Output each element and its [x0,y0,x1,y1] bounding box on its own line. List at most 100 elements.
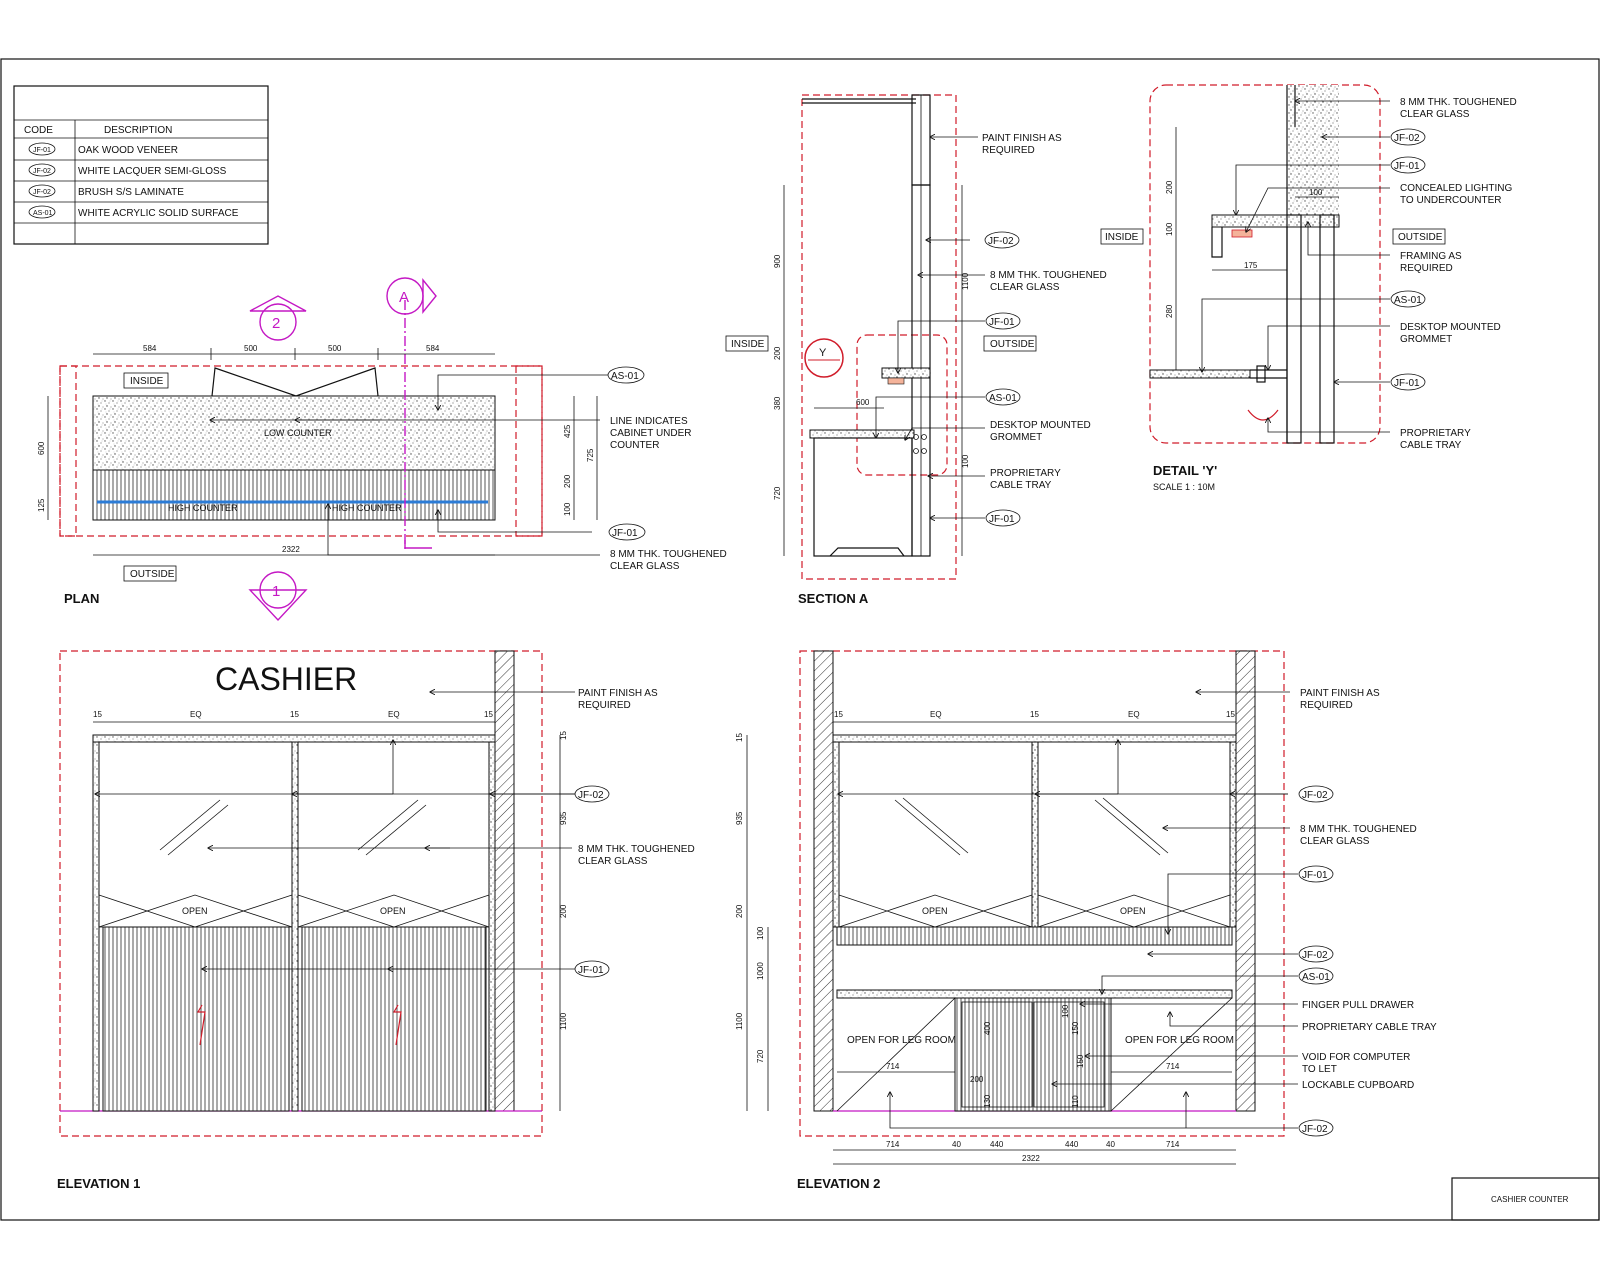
tag-as01: AS-01 [989,393,1017,404]
note-paint: REQUIRED [982,145,1035,156]
note-cable-tray: CABLE TRAY [1400,440,1462,451]
note-cable-tray: PROPRIETARY [990,468,1061,479]
marker-section-a: A [399,289,409,306]
tag-jf02: JF-02 [1394,133,1420,144]
dim: 720 [756,1049,765,1063]
dim: 150 [1076,1054,1085,1068]
tag-jf02: JF-02 [1302,950,1328,961]
note-paint: PAINT FINISH AS [578,688,658,699]
dim: 425 [563,424,572,438]
dim: 200 [563,474,572,488]
dim: 15 [735,733,744,742]
legend-code: JF-02 [33,168,51,175]
dim: 175 [1244,261,1258,270]
note-paint: PAINT FINISH AS [1300,688,1380,699]
title-elevation-2: ELEVATION 2 [797,1176,880,1191]
dim: 500 [244,344,258,353]
dim: 584 [426,344,440,353]
dim: 130 [983,1094,992,1108]
note-paint: REQUIRED [578,700,631,711]
dim: 935 [559,811,568,825]
title-block: CASHIER COUNTER [1451,1177,1600,1221]
title-elevation-1: ELEVATION 1 [57,1176,140,1191]
tag-jf01: JF-01 [989,317,1015,328]
dim: 714 [886,1062,900,1071]
label-inside: INSIDE [1105,232,1139,243]
dim: 15 [559,731,568,740]
note-glass: CLEAR GLASS [1300,836,1370,847]
dim: 600 [37,441,46,455]
legend-table: CODE DESCRIPTION JF-01 OAK WOOD VENEER J… [13,85,269,245]
tag-jf01: JF-01 [612,528,638,539]
note-grommet: DESKTOP MOUNTED [990,420,1091,431]
label-outside: OUTSIDE [130,569,175,580]
dim: EQ [388,710,400,719]
dim: EQ [930,710,942,719]
dim: 100 [756,926,765,940]
legend-code: AS-01 [33,210,53,217]
dim: 200 [773,346,782,360]
dim: 1100 [735,1012,744,1030]
note-glass: 8 MM THK. TOUGHENED [578,844,695,855]
note-void: VOID FOR COMPUTER [1302,1052,1410,1063]
note-paint: PAINT FINISH AS [982,133,1062,144]
dim: 150 [1071,1021,1080,1035]
note-glass: CLEAR GLASS [990,282,1060,293]
tag-jf02: JF-02 [1302,790,1328,801]
tag-jf02: JF-02 [578,790,604,801]
dim: 100 [961,454,970,468]
label-open: OPEN [922,906,948,916]
tag-jf01: JF-01 [1394,161,1420,172]
dim: 100 [1165,222,1174,236]
marker-elevation-1: 1 [272,583,280,600]
dim: 40 [1106,1140,1115,1149]
label-open: OPEN [380,906,406,916]
note-void: TO LET [1302,1064,1337,1075]
label-open-leg-room: OPEN FOR LEG ROOM [847,1035,956,1046]
note-framing: REQUIRED [1400,263,1453,274]
tag-jf01: JF-01 [1302,870,1328,881]
elevation-2-view: OPEN OPEN OPEN FOR LEG ROOM OPEN FOR LEG… [735,650,1437,1191]
note-glass: CLEAR GLASS [610,561,680,572]
sheet-border [0,58,1600,1221]
label-high-counter: HIGH COUNTER [168,503,238,513]
note-prop-cable: PROPRIETARY CABLE TRAY [1302,1022,1437,1033]
tag-jf01: JF-01 [578,965,604,976]
note-glass: 8 MM THK. TOUGHENED [990,270,1107,281]
tag-jf01: JF-01 [989,514,1015,525]
note-lighting: TO UNDERCOUNTER [1400,195,1501,206]
note-cable-tray: PROPRIETARY [1400,428,1471,439]
dim: 584 [143,344,157,353]
dim: 200 [970,1075,984,1084]
label-outside: OUTSIDE [990,339,1035,350]
label-open: OPEN [182,906,208,916]
tag-as01: AS-01 [1394,295,1422,306]
label-open-leg-room: OPEN FOR LEG ROOM [1125,1035,1234,1046]
dim: 714 [1166,1140,1180,1149]
dim: EQ [190,710,202,719]
dim: 15 [834,710,843,719]
dim: 15 [484,710,493,719]
dim: 15 [1030,710,1039,719]
label-high-counter: HIGH COUNTER [332,503,402,513]
dim: 714 [1166,1062,1180,1071]
dim: 40 [952,1140,961,1149]
section-a-view: Y INSIDE OUTSIDE 900 200 380 720 600 110… [725,94,1107,606]
dim: 440 [990,1140,1004,1149]
dim: 440 [1065,1140,1079,1149]
title-block-name: CASHIER COUNTER [1491,1195,1569,1204]
plan-view: INSIDE OUTSIDE LOW COUNTER HIGH COUNTER … [37,277,727,622]
marker-detail-y: Y [819,347,827,359]
dim: 125 [37,498,46,512]
tag-jf02: JF-02 [988,236,1014,247]
tag-jf01: JF-01 [1394,378,1420,389]
dim: 100 [1309,188,1323,197]
dim: 600 [856,398,870,407]
note-glass: 8 MM THK. TOUGHENED [1300,824,1417,835]
note-glass: 8 MM THK. TOUGHENED [1400,97,1517,108]
dim: 2322 [282,545,300,554]
label-outside: OUTSIDE [1398,232,1443,243]
note-line-cabinet: CABINET UNDER [610,428,692,439]
